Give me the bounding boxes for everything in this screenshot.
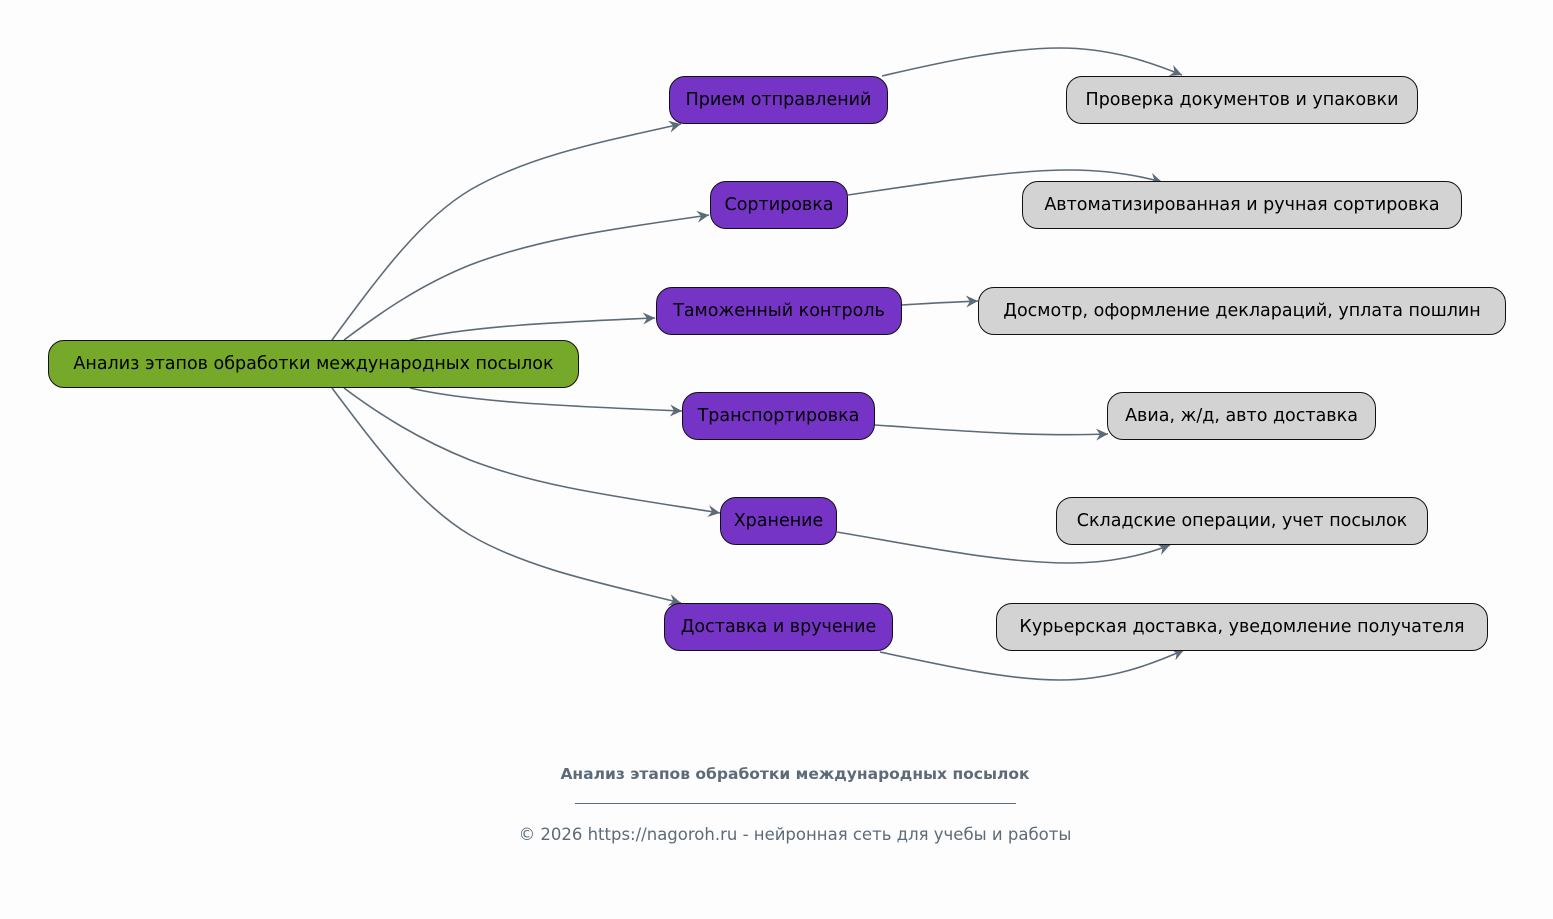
- detail-label: Досмотр, оформление деклараций, уплата п…: [1003, 301, 1481, 321]
- footer-copyright: © 2026 https://nagoroh.ru - нейронная се…: [518, 825, 1072, 844]
- stage-node-delivery[interactable]: Доставка и вручение: [664, 603, 893, 651]
- stage-label: Таможенный контроль: [673, 301, 885, 321]
- detail-node-storage[interactable]: Складские операции, учет посылок: [1056, 497, 1428, 545]
- edge-root-transport: [409, 387, 683, 417]
- stage-label: Сортировка: [724, 195, 834, 215]
- stage-label: Хранение: [733, 511, 824, 531]
- edge-customs-detail: [901, 295, 979, 308]
- root-node-label: Анализ этапов обработки международных по…: [73, 354, 554, 374]
- detail-label: Авиа, ж/д, авто доставка: [1125, 406, 1358, 426]
- edge-delivery-detail: [879, 649, 1185, 681]
- edge-reception-detail: [881, 47, 1183, 77]
- detail-label: Курьерская доставка, уведомление получат…: [1019, 617, 1465, 637]
- detail-node-transport[interactable]: Авиа, ж/д, авто доставка: [1107, 392, 1376, 440]
- edge-root-sorting: [343, 210, 710, 341]
- detail-label: Проверка документов и упаковки: [1085, 90, 1399, 110]
- edge-root-customs: [409, 312, 656, 341]
- detail-node-sorting[interactable]: Автоматизированная и ручная сортировка: [1022, 181, 1462, 229]
- detail-label: Складские операции, учет посылок: [1076, 511, 1408, 531]
- stage-node-reception[interactable]: Прием отправлений: [669, 76, 888, 124]
- stage-label: Доставка и вручение: [680, 617, 877, 637]
- root-node[interactable]: Анализ этапов обработки международных по…: [48, 340, 579, 388]
- footer-divider: [575, 803, 1016, 804]
- edge-sorting-detail: [847, 169, 1163, 196]
- edge-transport-detail: [874, 424, 1109, 441]
- stage-node-transport[interactable]: Транспортировка: [682, 392, 875, 440]
- detail-node-reception[interactable]: Проверка документов и упаковки: [1066, 76, 1418, 124]
- stage-node-storage[interactable]: Хранение: [720, 497, 837, 545]
- stage-label: Транспортировка: [697, 406, 860, 426]
- stage-label: Прием отправлений: [685, 90, 872, 110]
- footer-title: Анализ этапов обработки международных по…: [560, 765, 1030, 783]
- edge-root-delivery: [331, 387, 682, 606]
- edge-storage-detail: [836, 531, 1171, 564]
- stage-node-customs[interactable]: Таможенный контроль: [656, 287, 902, 335]
- detail-label: Автоматизированная и ручная сортировка: [1044, 195, 1440, 215]
- detail-node-customs[interactable]: Досмотр, оформление деклараций, уплата п…: [978, 287, 1506, 335]
- stage-node-sorting[interactable]: Сортировка: [710, 181, 848, 229]
- detail-node-delivery[interactable]: Курьерская доставка, уведомление получат…: [996, 603, 1488, 651]
- edge-root-storage: [343, 387, 721, 518]
- edge-root-reception: [331, 120, 682, 341]
